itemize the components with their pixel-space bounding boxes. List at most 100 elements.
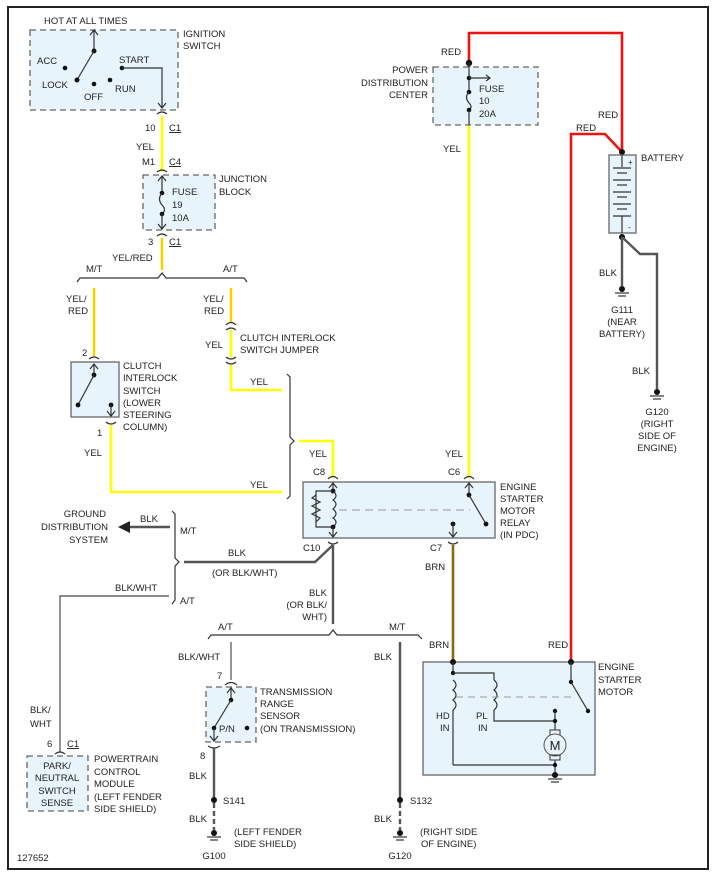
pcm-wire-label-a: BLK/	[30, 705, 51, 716]
g120-loc-1: (RIGHT	[641, 419, 674, 430]
at-label-2: A/T	[180, 596, 195, 607]
pdc-fuse-rating: 20A	[479, 109, 497, 120]
wire-label-yel-jumper: YEL	[250, 377, 268, 388]
relay-yel-right: YEL	[445, 449, 463, 460]
wire-label-yel-pdc: YEL	[443, 144, 461, 155]
wire-label-blkwht: BLK/WHT	[115, 583, 157, 594]
trs-title-3: SENSOR	[260, 711, 300, 722]
connector-c4: C4	[169, 157, 181, 168]
clutch-interlock-switch-jumper: YEL CLUTCH INTERLOCK SWITCH JUMPER	[205, 321, 336, 365]
fuse-number: 19	[172, 200, 183, 211]
wire-label-red-1: RED	[598, 110, 618, 121]
ground-g111-icon	[615, 286, 629, 297]
wire-blk-g120	[621, 236, 659, 389]
g120-mt-label: G120	[388, 851, 411, 862]
jumper-wire-label-a: YEL/	[203, 294, 224, 305]
wire-label-yel: YEL	[136, 142, 154, 153]
wire-label-blk-c10: BLK	[228, 548, 247, 559]
pcm-title-5: SIDE SHIELD)	[94, 804, 156, 815]
arrow-left-icon	[118, 521, 130, 533]
pcm-connector-c1: C1	[67, 739, 79, 750]
acc-label: ACC	[37, 56, 57, 67]
mt-label: M/T	[86, 264, 103, 275]
wire-red-battery-starter	[569, 132, 623, 660]
pcm-box-4: SENSE	[41, 798, 73, 809]
wire-label-brn: BRN	[425, 562, 445, 573]
fuse-label: FUSE	[172, 187, 197, 198]
ignition-switch: HOT AT ALL TIMES IGNITION SWITCH ACC LOC…	[29, 16, 225, 115]
wire-blk-c10	[184, 544, 334, 564]
battery: + - BATTERY	[608, 149, 685, 240]
connector-c1: C1	[169, 123, 181, 134]
engine-starter-motor-relay: ENGINE STARTER MOTOR RELAY (IN PDC)	[302, 475, 544, 545]
lock-label: LOCK	[42, 80, 69, 91]
pcm-title-3: MODULE	[94, 779, 135, 790]
trs-blk-label-2: BLK	[189, 814, 208, 825]
splice-s141	[211, 797, 217, 803]
pdc-fuse-number: 10	[479, 96, 490, 107]
relay-yel-left: YEL	[309, 449, 327, 460]
g100-loc-1: (LEFT FENDER	[234, 827, 302, 838]
s141-label: S141	[223, 796, 245, 807]
run-label: RUN	[115, 84, 136, 95]
wire-label-red: RED	[68, 306, 88, 317]
mt-blk-label-2: BLK	[374, 814, 393, 825]
clutch-title-1: CLUTCH	[123, 361, 162, 372]
wire-label-blk-g120: BLK	[632, 366, 651, 377]
ignition-title: IGNITION	[183, 29, 225, 40]
wire-label-red-2: RED	[576, 123, 596, 134]
ignition-title-2: SWITCH	[183, 41, 221, 52]
connector-c10: C10	[303, 543, 320, 554]
g100-loc-2: SIDE SHIELD)	[234, 839, 296, 850]
starter-title-1: ENGINE	[598, 662, 634, 673]
s132-label: S132	[410, 796, 432, 807]
pin-2: 2	[82, 348, 87, 359]
powertrain-control-module: PARK/ NEUTRAL SWITCH SENSE POWERTRAIN CO…	[26, 751, 162, 815]
ground-g120-engine-icon	[650, 389, 664, 400]
relay-title-4: RELAY	[500, 518, 531, 529]
pdc-title-2: DISTRIBUTION	[361, 78, 428, 89]
ground-g100-icon	[207, 830, 221, 841]
clutch-interlock-switch: CLUTCH INTERLOCK SWITCH (LOWER STEERING …	[70, 356, 178, 433]
mt-label-3: M/T	[389, 622, 406, 633]
trs-blk-label: BLK	[189, 771, 208, 782]
wire-label-wht: WHT)	[302, 612, 327, 623]
splice-s132	[397, 797, 403, 803]
mt-label-2: M/T	[180, 526, 197, 537]
jumper-yel-label: YEL	[205, 340, 223, 351]
connector-c6: C6	[448, 467, 460, 478]
jumper-title-2: SWITCH JUMPER	[240, 345, 319, 356]
connector-c8: C8	[313, 467, 325, 478]
junction-title: JUNCTION	[219, 174, 267, 185]
clutch-title-5: STEERING	[123, 410, 172, 421]
wire-yel-to-c8	[299, 439, 335, 478]
clutch-title-4: (LOWER	[123, 398, 161, 409]
pcm-title-1: POWERTRAIN	[94, 754, 158, 765]
pcm-title-4: (LEFT FENDER	[94, 792, 162, 803]
battery-title: BATTERY	[641, 153, 685, 164]
trs-title-2: RANGE	[260, 699, 294, 710]
pdc-fuse-label: FUSE	[479, 84, 504, 95]
pcm-box-2: NEUTRAL	[35, 773, 79, 784]
power-distribution-center: FUSE 10 20A POWER DISTRIBUTION CENTER	[361, 59, 539, 126]
pl-in-label: IN	[478, 723, 488, 734]
pl-label: PL	[476, 711, 488, 722]
pcm-title-2: CONTROL	[94, 767, 140, 778]
pin-7: 7	[217, 671, 222, 682]
clutch-title-3: SWITCH	[123, 386, 161, 397]
hot-at-all-times-label: HOT AT ALL TIMES	[44, 16, 127, 27]
g120-mt-loc-1: (RIGHT SIDE	[420, 827, 477, 838]
starter-brn-label: BRN	[429, 640, 449, 651]
wire-label-yel-slash: YEL/	[66, 294, 87, 305]
option-bracket	[76, 272, 248, 283]
g120-loc-2: SIDE OF	[638, 431, 676, 442]
pin-3: 3	[148, 237, 153, 248]
off-label: OFF	[84, 92, 103, 103]
ground-dist-title-1: GROUND	[64, 509, 106, 520]
battery-minus: -	[628, 223, 631, 232]
jumper-wire-label-b: RED	[204, 306, 224, 317]
pdc-title-3: CENTER	[389, 90, 428, 101]
wire-label-yel-red: YEL/RED	[112, 253, 153, 264]
ground-dist-title-3: SYSTEM	[69, 535, 108, 546]
g100-label: G100	[202, 851, 225, 862]
